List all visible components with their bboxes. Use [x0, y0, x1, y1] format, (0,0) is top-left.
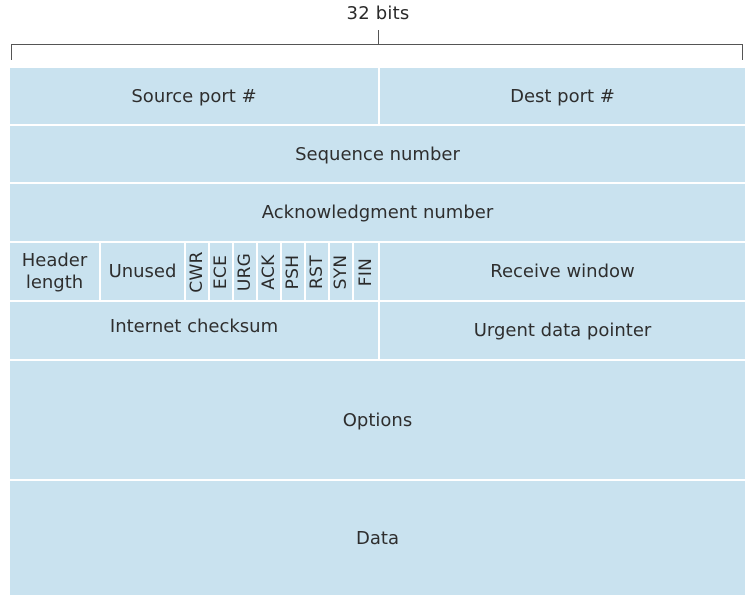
source-port-label: Source port # — [131, 85, 257, 107]
dest-port-field: Dest port # — [380, 68, 745, 124]
header-length-line2: length — [25, 271, 84, 293]
data-field: Data — [10, 481, 745, 595]
flag-ece: ECE — [210, 243, 232, 300]
urgent-pointer-label: Urgent data pointer — [473, 320, 652, 341]
flag-cwr: CWR — [186, 243, 208, 300]
urgent-pointer-field: Urgent data pointer — [380, 302, 745, 359]
ack-number-label: Acknowledgment number — [261, 202, 494, 223]
dest-port-label: Dest port # — [510, 85, 615, 107]
header-length-field: Header length — [10, 243, 99, 300]
options-label: Options — [342, 409, 413, 431]
flag-rst: RST — [306, 243, 328, 300]
flag-ack: ACK — [258, 243, 280, 300]
internet-checksum-label: Internet checksum — [109, 316, 279, 337]
flag-psh-label: PSH — [283, 254, 303, 289]
width-bracket — [11, 44, 743, 60]
flag-syn-label: SYN — [331, 254, 351, 289]
unused-label: Unused — [108, 261, 177, 282]
flag-rst-label: RST — [307, 254, 327, 289]
header-length-line1: Header — [21, 249, 88, 271]
flag-fin-label: FIN — [356, 257, 376, 286]
receive-window-field: Receive window — [380, 243, 745, 300]
flag-psh: PSH — [282, 243, 304, 300]
source-port-field: Source port # — [10, 68, 378, 124]
bracket-tick — [378, 30, 379, 44]
flag-ece-label: ECE — [211, 254, 231, 289]
flag-fin: FIN — [354, 243, 378, 300]
internet-checksum-field: Internet checksum — [10, 302, 378, 359]
width-label: 32 bits — [346, 3, 410, 24]
flag-urg-label: URG — [235, 252, 255, 291]
flag-urg: URG — [234, 243, 256, 300]
unused-field: Unused — [101, 243, 184, 300]
receive-window-label: Receive window — [490, 261, 635, 282]
flag-syn: SYN — [330, 243, 352, 300]
sequence-number-label: Sequence number — [295, 143, 460, 165]
flag-ack-label: ACK — [259, 253, 279, 290]
options-field: Options — [10, 361, 745, 479]
flag-cwr-label: CWR — [187, 250, 207, 293]
ack-number-field: Acknowledgment number — [10, 184, 745, 241]
data-label: Data — [356, 527, 399, 549]
sequence-number-field: Sequence number — [10, 126, 745, 182]
